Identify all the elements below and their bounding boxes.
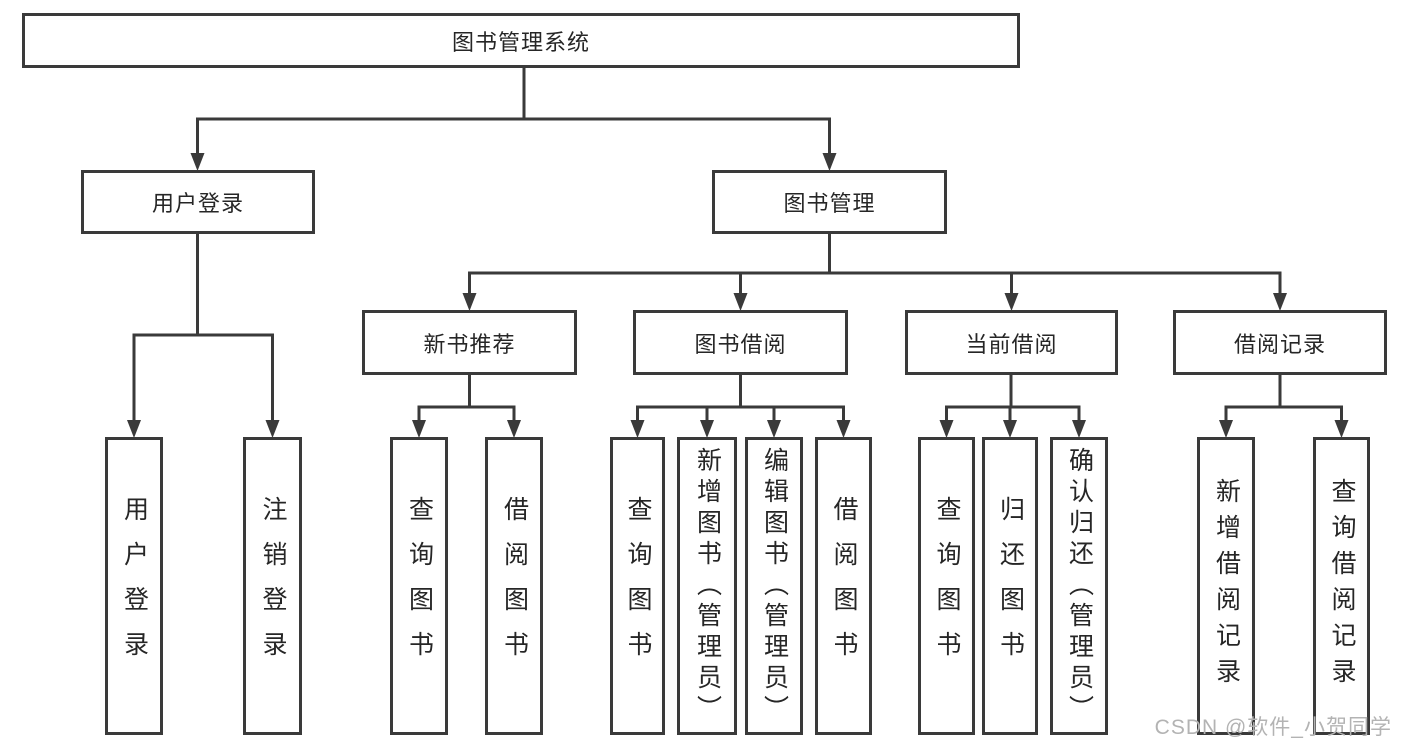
node-label: 图书管理系统	[451, 29, 590, 55]
node-label: 用户登录	[120, 496, 149, 676]
node-leaf-borrow-books-recommend: 借阅图书	[485, 437, 543, 735]
node-current-borrowing: 当前借阅	[905, 310, 1118, 375]
node-label: 确认归还（管理员）	[1065, 446, 1094, 726]
node-label: 新增借阅记录	[1212, 478, 1241, 694]
node-leaf-borrow-books: 借阅图书	[815, 437, 872, 735]
node-label: 查询图书	[405, 496, 434, 676]
node-leaf-logout: 注销登录	[243, 437, 302, 735]
node-label: 当前借阅	[965, 331, 1058, 357]
node-label: 查询借阅记录	[1328, 478, 1356, 694]
node-leaf-query-books-current: 查询图书	[918, 437, 975, 735]
node-label: 用户登录	[151, 191, 244, 216]
node-label: 新书推荐	[423, 331, 516, 357]
node-label: 借阅图书	[830, 496, 858, 676]
node-label: 归还图书	[996, 496, 1025, 676]
node-borrowing-records: 借阅记录	[1173, 310, 1387, 375]
csdn-watermark: CSDN @软件_小贺同学	[1154, 716, 1392, 739]
node-user-login-branch: 用户登录	[81, 170, 315, 234]
node-root-library-management-system: 图书管理系统	[22, 13, 1020, 68]
node-book-borrowing: 图书借阅	[633, 310, 848, 375]
node-label: 查询图书	[624, 496, 652, 676]
node-label: 借阅图书	[500, 496, 529, 676]
node-label: 注销登录	[259, 496, 287, 676]
node-leaf-query-books-borrowing: 查询图书	[610, 437, 665, 735]
node-new-book-recommend: 新书推荐	[362, 310, 577, 375]
node-leaf-return-books: 归还图书	[982, 437, 1038, 735]
node-label: 新增图书（管理员）	[693, 446, 722, 726]
node-label: 图书借阅	[694, 331, 787, 357]
node-leaf-query-books-recommend: 查询图书	[390, 437, 448, 735]
node-leaf-query-borrow-record: 查询借阅记录	[1313, 437, 1370, 735]
node-label: 查询图书	[933, 496, 961, 676]
node-book-management: 图书管理	[712, 170, 947, 234]
node-leaf-edit-books-admin: 编辑图书（管理员）	[745, 437, 803, 735]
node-label: 编辑图书（管理员）	[760, 446, 789, 726]
node-leaf-add-borrow-record: 新增借阅记录	[1197, 437, 1255, 735]
node-leaf-confirm-return-admin: 确认归还（管理员）	[1050, 437, 1108, 735]
node-label: 图书管理	[783, 191, 876, 216]
node-leaf-user-login: 用户登录	[105, 437, 163, 735]
node-leaf-add-books-admin: 新增图书（管理员）	[677, 437, 737, 735]
node-label: 借阅记录	[1233, 331, 1326, 357]
